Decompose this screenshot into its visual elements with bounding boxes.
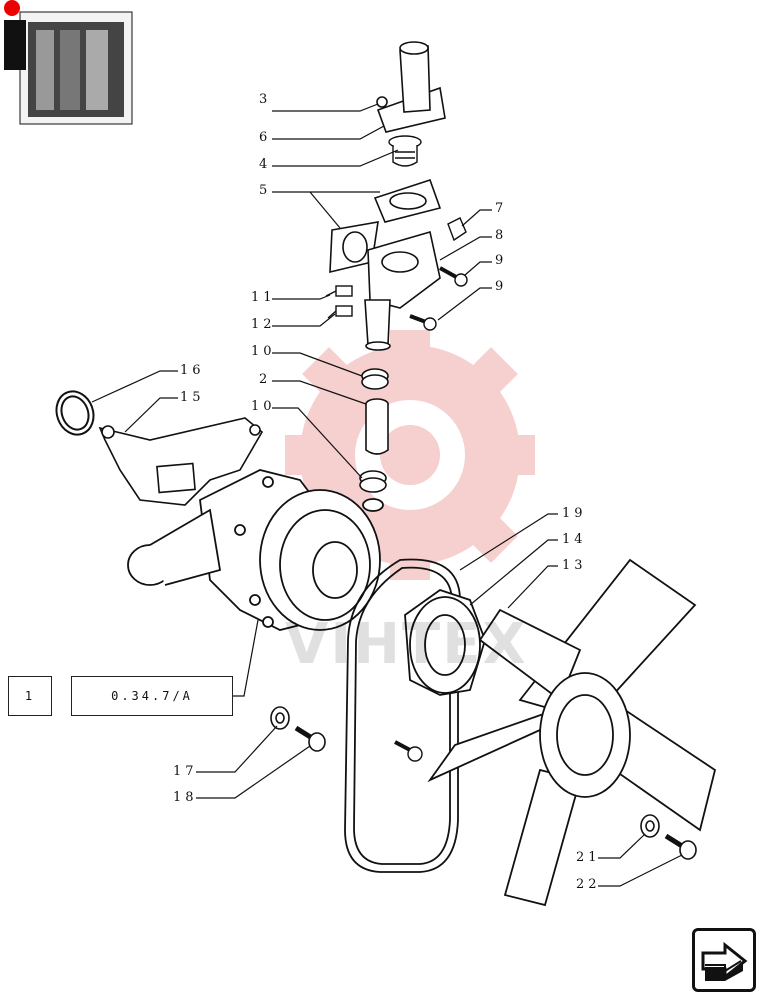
callout-7: 7 [495,201,508,216]
sensor-11 [325,285,353,297]
callout-5: 5 [259,183,272,198]
callout-15: 15 [180,390,205,405]
leader-lines [91,103,683,887]
hose [365,398,389,455]
sensor-12 [327,305,353,319]
bolt-9b [409,314,437,331]
thermostat-cover [376,41,446,133]
gasket-lower [329,221,379,274]
callout-8: 8 [495,228,508,243]
hub-bolt [394,740,423,762]
next-page-button[interactable] [692,928,756,992]
callout-16: 16 [180,363,205,378]
water-pump [127,469,384,631]
callout-12: 12 [251,317,276,332]
washer-21 [640,814,660,838]
callout-9b: 9 [495,279,508,294]
thermostat-housing [364,230,441,351]
bolt-9a [439,266,468,287]
bolt-18 [294,725,326,752]
callout-6: 6 [259,130,272,145]
callout-3: 3 [259,92,272,107]
callout-11: 11 [251,290,276,305]
drive-belt [344,558,461,873]
hose-clamp-lower [359,470,387,493]
callout-9a: 9 [495,253,508,268]
engine-thumbnail-icon [4,0,133,125]
callout-4: 4 [259,157,272,172]
callout-13: 13 [562,558,587,573]
next-page-arrow-icon [701,941,748,981]
inlet-elbow [98,417,264,506]
callout-14: 14 [562,532,587,547]
callout-17: 17 [173,764,198,779]
bolt-22 [664,833,697,860]
callout-21: 21 [576,850,601,865]
o-ring [55,390,95,436]
hose-clamp-upper [361,368,389,390]
washer-17 [270,706,290,730]
gasket-upper [373,178,442,223]
plug [447,217,467,242]
callout-19: 19 [562,506,587,521]
reference-code-box[interactable]: 0.34.7/A [71,676,233,716]
callout-10a: 10 [251,344,276,359]
fan-hub [404,589,486,696]
callout-2: 2 [259,372,272,387]
cooling-fan [427,558,717,907]
callout-10b: 10 [251,399,276,414]
callout-22: 22 [576,877,601,892]
callout-18: 18 [173,790,198,805]
watermark-text: VIHTEX [285,612,528,677]
reference-number-box: 1 [8,676,52,716]
thermostat [388,135,422,167]
